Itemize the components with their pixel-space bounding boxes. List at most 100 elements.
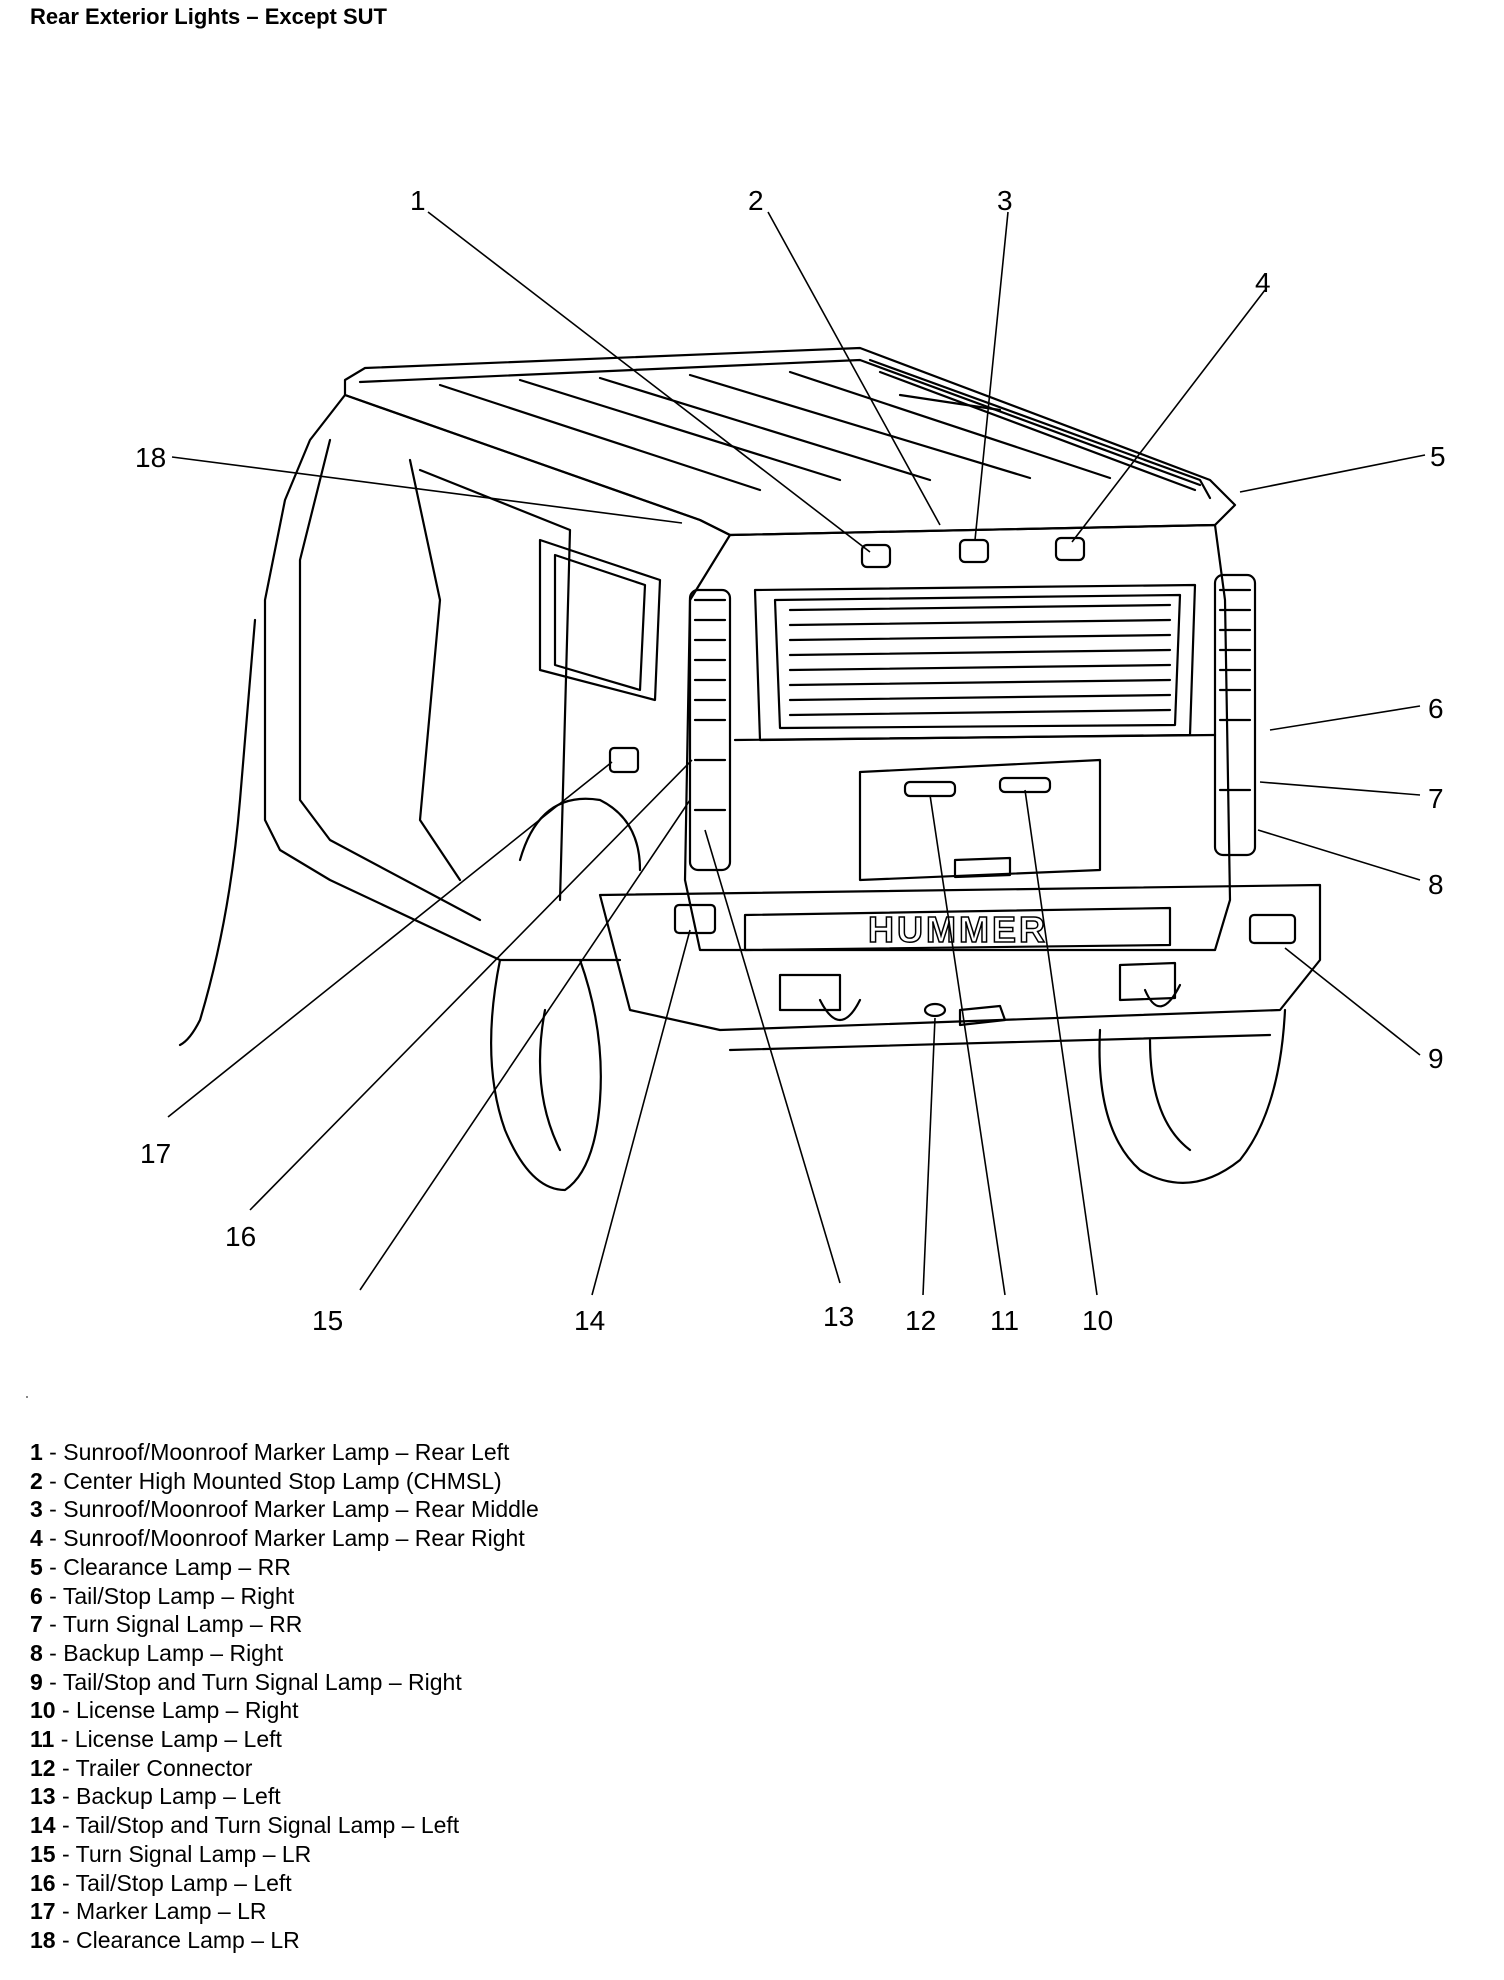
legend-item: 15 - Turn Signal Lamp – LR bbox=[30, 1840, 539, 1869]
legend-number: 17 bbox=[30, 1898, 56, 1925]
right-tail-lamp bbox=[1213, 573, 1257, 857]
legend-item: 1 - Sunroof/Moonroof Marker Lamp – Rear … bbox=[30, 1438, 539, 1467]
legend-text: Turn Signal Lamp – LR bbox=[75, 1840, 312, 1867]
leader-lines bbox=[167, 211, 1426, 1296]
legend-text: Tail/Stop Lamp – Right bbox=[62, 1582, 295, 1609]
marker-lamp-lr bbox=[608, 746, 640, 774]
legend-number: 9 bbox=[30, 1668, 43, 1695]
stray-dot bbox=[26, 1396, 28, 1398]
legend-separator: - bbox=[55, 1840, 76, 1867]
legend-item: 11 - License Lamp – Left bbox=[30, 1725, 539, 1754]
callout-4: 4 bbox=[1255, 267, 1271, 298]
legend-item: 12 - Trailer Connector bbox=[30, 1754, 539, 1783]
legend-separator: - bbox=[55, 1898, 77, 1925]
callout-1: 1 bbox=[410, 185, 426, 216]
legend: 1 - Sunroof/Moonroof Marker Lamp – Rear … bbox=[30, 1438, 539, 1955]
callout-labels: 1 2 3 4 5 6 7 8 9 10 11 12 13 14 15 16 1… bbox=[135, 185, 1446, 1336]
legend-text: Tail/Stop and Turn Signal Lamp – Left bbox=[75, 1812, 460, 1839]
legend-separator: - bbox=[55, 1812, 76, 1839]
callout-11: 11 bbox=[990, 1305, 1019, 1336]
callout-17: 17 bbox=[140, 1138, 171, 1169]
legend-item: 7 - Turn Signal Lamp – RR bbox=[30, 1610, 539, 1639]
legend-text: Turn Signal Lamp – RR bbox=[62, 1611, 303, 1638]
legend-item: 4 - Sunroof/Moonroof Marker Lamp – Rear … bbox=[30, 1524, 539, 1553]
legend-number: 3 bbox=[30, 1496, 43, 1523]
page-title: Rear Exterior Lights – Except SUT bbox=[30, 4, 387, 29]
callout-13: 13 bbox=[823, 1301, 854, 1332]
legend-text: Tail/Stop and Turn Signal Lamp – Right bbox=[62, 1668, 462, 1695]
marker-lamp-middle bbox=[958, 538, 990, 564]
trailer-connector bbox=[923, 1002, 947, 1018]
wheels bbox=[490, 958, 1287, 1192]
callout-8: 8 bbox=[1428, 869, 1444, 900]
legend-item: 6 - Tail/Stop Lamp – Right bbox=[30, 1582, 539, 1611]
legend-separator: - bbox=[42, 1582, 63, 1609]
marker-lamp-right bbox=[1054, 536, 1086, 562]
legend-number: 2 bbox=[30, 1467, 43, 1494]
legend-separator: - bbox=[55, 1869, 76, 1896]
legend-number: 4 bbox=[30, 1525, 43, 1552]
legend-item: 8 - Backup Lamp – Right bbox=[30, 1639, 539, 1668]
left-tail-lamp bbox=[688, 588, 732, 872]
legend-text: Marker Lamp – LR bbox=[76, 1898, 267, 1925]
lamps bbox=[608, 536, 1297, 945]
legend-number: 8 bbox=[30, 1639, 43, 1666]
legend-item: 5 - Clearance Lamp – RR bbox=[30, 1553, 539, 1582]
legend-separator: - bbox=[55, 1754, 76, 1781]
legend-item: 13 - Backup Lamp – Left bbox=[30, 1782, 539, 1811]
callout-12: 12 bbox=[905, 1305, 936, 1336]
callout-6: 6 bbox=[1428, 693, 1444, 724]
legend-text: Backup Lamp – Right bbox=[63, 1639, 284, 1666]
license-lamp-right bbox=[998, 776, 1052, 794]
callout-7: 7 bbox=[1428, 783, 1444, 814]
legend-item: 10 - License Lamp – Right bbox=[30, 1696, 539, 1725]
legend-text: Sunroof/Moonroof Marker Lamp – Rear Righ… bbox=[63, 1525, 525, 1552]
marker-lamp-left bbox=[860, 543, 892, 569]
legend-separator: - bbox=[42, 1668, 63, 1695]
callout-2: 2 bbox=[748, 185, 764, 216]
legend-number: 7 bbox=[30, 1611, 43, 1638]
left-side bbox=[178, 393, 732, 1047]
legend-item: 14 - Tail/Stop and Turn Signal Lamp – Le… bbox=[30, 1811, 539, 1840]
legend-number: 5 bbox=[30, 1553, 43, 1580]
legend-text: Tail/Stop Lamp – Left bbox=[75, 1869, 292, 1896]
legend-number: 1 bbox=[30, 1439, 43, 1465]
legend-text: License Lamp – Left bbox=[74, 1726, 282, 1753]
license-lamp-left bbox=[903, 780, 957, 798]
legend-text: Backup Lamp – Left bbox=[76, 1783, 281, 1810]
legend-separator: - bbox=[42, 1439, 64, 1465]
callout-18: 18 bbox=[135, 442, 166, 473]
bumper-lamp-right bbox=[1248, 913, 1297, 945]
legend-text: Sunroof/Moonroof Marker Lamp – Rear Left bbox=[63, 1439, 510, 1465]
legend-number: 14 bbox=[30, 1812, 56, 1839]
callout-14: 14 bbox=[574, 1305, 605, 1336]
legend-separator: - bbox=[42, 1496, 64, 1523]
hummer-badge: HUMMER bbox=[868, 909, 1048, 950]
legend-separator: - bbox=[42, 1553, 64, 1580]
legend-separator: - bbox=[42, 1611, 63, 1638]
callout-15: 15 bbox=[312, 1305, 343, 1336]
rear-bumper bbox=[598, 883, 1322, 1052]
rear-body bbox=[683, 523, 1232, 952]
legend-text: License Lamp – Right bbox=[76, 1697, 299, 1724]
legend-separator: - bbox=[42, 1525, 64, 1552]
legend-number: 15 bbox=[30, 1840, 56, 1867]
legend-separator: - bbox=[55, 1783, 77, 1810]
legend-item: 17 - Marker Lamp – LR bbox=[30, 1897, 539, 1926]
legend-number: 13 bbox=[30, 1783, 56, 1810]
callout-5: 5 bbox=[1430, 441, 1446, 472]
roof bbox=[343, 346, 1237, 537]
legend-separator: - bbox=[55, 1926, 77, 1953]
legend-separator: - bbox=[42, 1467, 64, 1494]
legend-item: 3 - Sunroof/Moonroof Marker Lamp – Rear … bbox=[30, 1495, 539, 1524]
legend-number: 12 bbox=[30, 1754, 56, 1781]
legend-separator: - bbox=[55, 1697, 77, 1724]
legend-text: Clearance Lamp – LR bbox=[76, 1926, 300, 1953]
legend-item: 16 - Tail/Stop Lamp – Left bbox=[30, 1869, 539, 1898]
legend-number: 16 bbox=[30, 1869, 56, 1896]
legend-number: 6 bbox=[30, 1582, 43, 1609]
callout-9: 9 bbox=[1428, 1043, 1444, 1074]
legend-text: Trailer Connector bbox=[75, 1754, 253, 1781]
legend-separator: - bbox=[54, 1726, 75, 1753]
bumper-lamp-left bbox=[673, 903, 717, 935]
